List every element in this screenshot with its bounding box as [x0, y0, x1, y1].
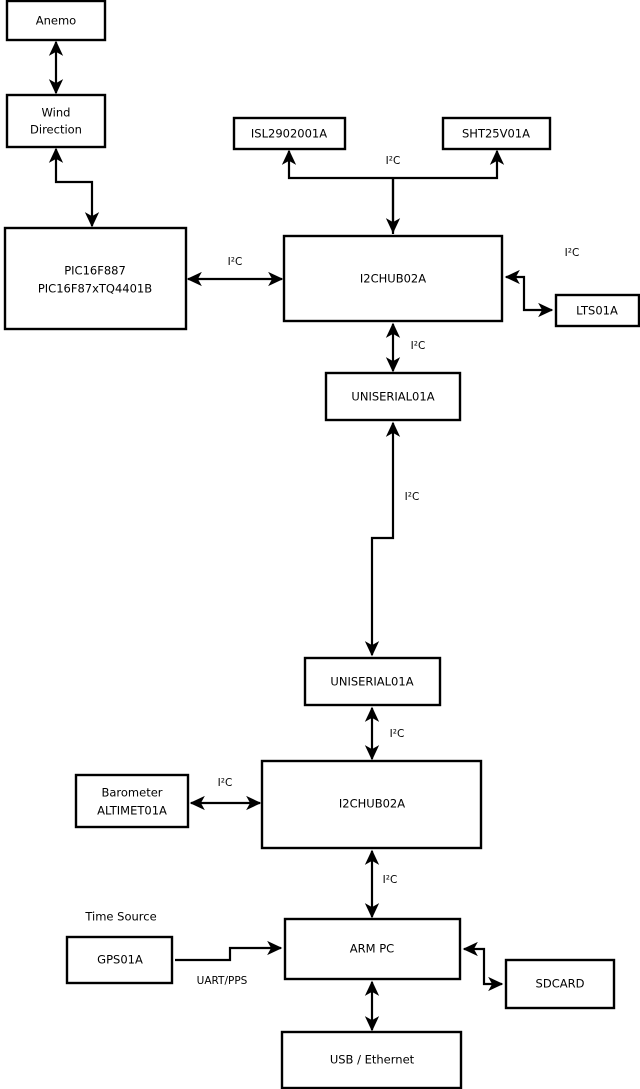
node-i2chub02a-top[interactable]: I2CHUB02A: [282, 234, 504, 323]
node-usb-ethernet[interactable]: USB / Ethernet: [280, 1030, 463, 1089]
node-gps01a[interactable]: GPS01A: [65, 935, 174, 985]
node-uniserial01a-bottom-label: UNISERIAL01A: [330, 675, 413, 689]
edge-armpc-sdcard: [462, 941, 504, 992]
node-pic[interactable]: PIC16F887 PIC16F87xTQ4401B: [3, 226, 188, 331]
node-i2chub02a-bottom[interactable]: I2CHUB02A: [260, 759, 483, 850]
nodes-layer: Anemo Wind Direction PIC16F887 PIC16F87x…: [3, 0, 640, 1089]
node-sht25v01a-label: SHT25V01A: [462, 127, 530, 141]
node-barometer-label-line2: ALTIMET01A: [97, 804, 167, 818]
node-usb-ethernet-label: USB / Ethernet: [330, 1053, 415, 1067]
edge-label-i2c-uniserial2-hub2: I²C: [390, 728, 405, 740]
node-barometer-label-line1: Barometer: [101, 786, 162, 800]
edge-uniserial1-uniserial2: [364, 421, 401, 657]
edge-labels-layer: I²C I²C I²C I²C I²C I²C I²C I²C UART/PPS: [197, 155, 580, 987]
node-anemo[interactable]: Anemo: [5, 0, 107, 42]
node-lts01a-label: LTS01A: [576, 304, 618, 318]
node-uniserial01a-bottom[interactable]: UNISERIAL01A: [303, 656, 442, 707]
edges-layer: [48, 40, 554, 1032]
free-labels-layer: Time Source: [84, 910, 156, 924]
node-uniserial01a-top[interactable]: UNISERIAL01A: [324, 371, 462, 422]
node-wind-direction-label-line1: Wind: [42, 106, 71, 120]
edge-hub1-lts: [504, 269, 554, 318]
node-isl2902001a[interactable]: ISL2902001A: [232, 116, 347, 151]
node-wind-direction[interactable]: Wind Direction: [5, 93, 107, 149]
label-time-source: Time Source: [84, 910, 156, 924]
edge-label-i2c-hub-uniserial: I²C: [411, 340, 426, 352]
node-wind-direction-label-line2: Direction: [30, 123, 82, 137]
node-lts01a[interactable]: LTS01A: [554, 293, 640, 328]
edge-label-i2c-pic-hub: I²C: [228, 256, 243, 268]
edge-label-i2c-sensor-bus: I²C: [386, 155, 401, 167]
node-pic-label-line1: PIC16F887: [64, 264, 126, 278]
node-arm-pc-label: ARM PC: [350, 942, 394, 956]
node-i2chub02a-bottom-label: I2CHUB02A: [339, 797, 405, 811]
edge-label-i2c-hub2-armpc: I²C: [383, 874, 398, 886]
node-barometer[interactable]: Barometer ALTIMET01A: [74, 773, 190, 829]
node-sdcard[interactable]: SDCARD: [504, 958, 616, 1010]
node-i2chub02a-top-label: I2CHUB02A: [360, 272, 426, 286]
edge-bus-isl: [281, 149, 393, 180]
edge-label-i2c-barometer-hub2: I²C: [218, 777, 233, 789]
node-arm-pc[interactable]: ARM PC: [283, 917, 462, 981]
node-sdcard-label: SDCARD: [536, 977, 585, 991]
node-sht25v01a[interactable]: SHT25V01A: [441, 116, 552, 151]
node-anemo-label: Anemo: [36, 14, 76, 28]
node-uniserial01a-top-label: UNISERIAL01A: [351, 390, 434, 404]
edge-label-uart-pps: UART/PPS: [197, 975, 248, 987]
node-gps01a-label: GPS01A: [97, 953, 143, 967]
edge-label-i2c-uniserial-link: I²C: [405, 491, 420, 503]
edge-label-i2c-hub-lts: I²C: [565, 247, 580, 259]
node-isl2902001a-label: ISL2902001A: [251, 127, 327, 141]
edge-bus-sht: [393, 149, 505, 180]
edge-gps-armpc: [175, 940, 283, 962]
edge-winddirection-pic: [48, 147, 100, 228]
node-pic-label-line2: PIC16F87xTQ4401B: [38, 282, 152, 296]
